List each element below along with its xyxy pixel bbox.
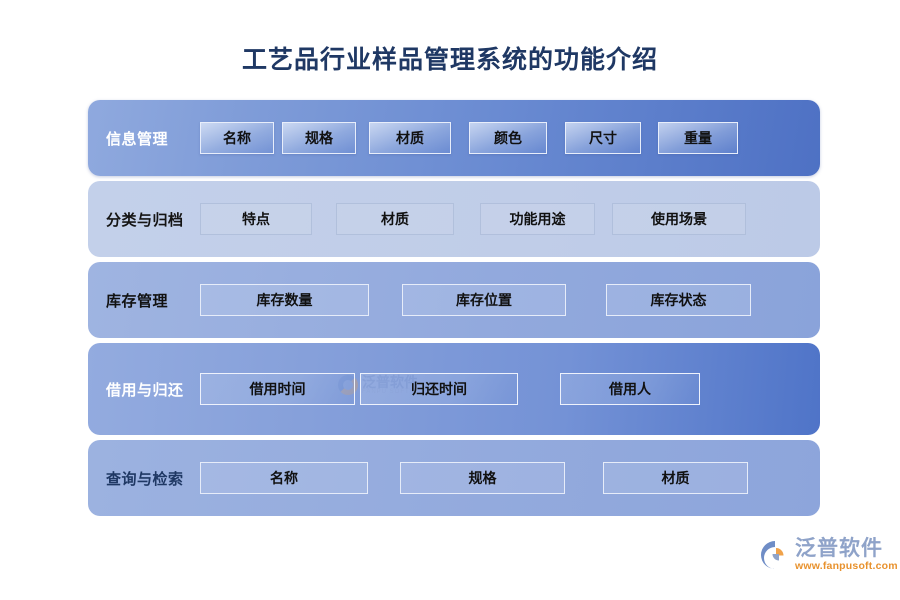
feature-item-return-time[interactable]: 归还时间 [360,373,518,405]
row-items-inventory-management: 库存数量 库存位置 库存状态 [196,262,820,338]
brand-text: 泛普软件 www.fanpusoft.com [795,537,898,573]
row-label-query-search: 查询与检索 [106,470,184,488]
feature-item-characteristics[interactable]: 特点 [200,203,312,235]
brand-url: www.fanpusoft.com [795,560,898,573]
feature-item-name[interactable]: 名称 [200,122,274,154]
feature-item-specification[interactable]: 规格 [400,462,565,494]
feature-row-information-management[interactable]: 信息管理 名称 规格 材质 颜色 尺寸 重量 [88,100,820,176]
feature-item-material[interactable]: 材质 [603,462,748,494]
row-items-information-management: 名称 规格 材质 颜色 尺寸 重量 [196,100,820,176]
feature-row-classification-archiving[interactable]: 分类与归档 特点 材质 功能用途 使用场景 [88,181,820,257]
feature-item-borrower[interactable]: 借用人 [560,373,700,405]
feature-item-inventory-quantity[interactable]: 库存数量 [200,284,369,316]
brand-logo: 泛普软件 www.fanpusoft.com [760,537,898,573]
feature-item-borrow-time[interactable]: 借用时间 [200,373,355,405]
fanpu-swoosh-icon [760,540,790,570]
feature-item-size[interactable]: 尺寸 [565,122,641,154]
feature-rows: 信息管理 名称 规格 材质 颜色 尺寸 重量 分类与归档 特点 材质 功能用途 … [88,100,820,521]
row-items-borrow-return: 借用时间 归还时间 借用人 [196,343,820,435]
feature-row-borrow-return[interactable]: 泛普软件 FANPU SOFTWARE 借用与归还 借用时间 归还时间 借用人 [88,343,820,435]
row-label-classification-archiving: 分类与归档 [106,211,184,229]
row-label-borrow-return: 借用与归还 [106,381,184,399]
feature-item-color[interactable]: 颜色 [469,122,547,154]
feature-row-inventory-management[interactable]: 库存管理 库存数量 库存位置 库存状态 [88,262,820,338]
feature-item-material[interactable]: 材质 [369,122,451,154]
page-title: 工艺品行业样品管理系统的功能介绍 [241,46,658,74]
feature-item-usage-scenario[interactable]: 使用场景 [612,203,746,235]
feature-item-specification[interactable]: 规格 [282,122,356,154]
feature-item-weight[interactable]: 重量 [658,122,738,154]
feature-item-name[interactable]: 名称 [200,462,368,494]
feature-item-inventory-location[interactable]: 库存位置 [402,284,566,316]
row-items-query-search: 名称 规格 材质 [196,440,820,516]
feature-item-function-usage[interactable]: 功能用途 [480,203,595,235]
row-label-inventory-management: 库存管理 [106,292,169,310]
feature-item-material[interactable]: 材质 [336,203,454,235]
brand-name: 泛普软件 [795,537,883,560]
row-label-information-management: 信息管理 [106,130,169,148]
feature-row-query-search[interactable]: 查询与检索 名称 规格 材质 [88,440,820,516]
row-items-classification-archiving: 特点 材质 功能用途 使用场景 [196,181,820,257]
feature-item-inventory-status[interactable]: 库存状态 [606,284,751,316]
